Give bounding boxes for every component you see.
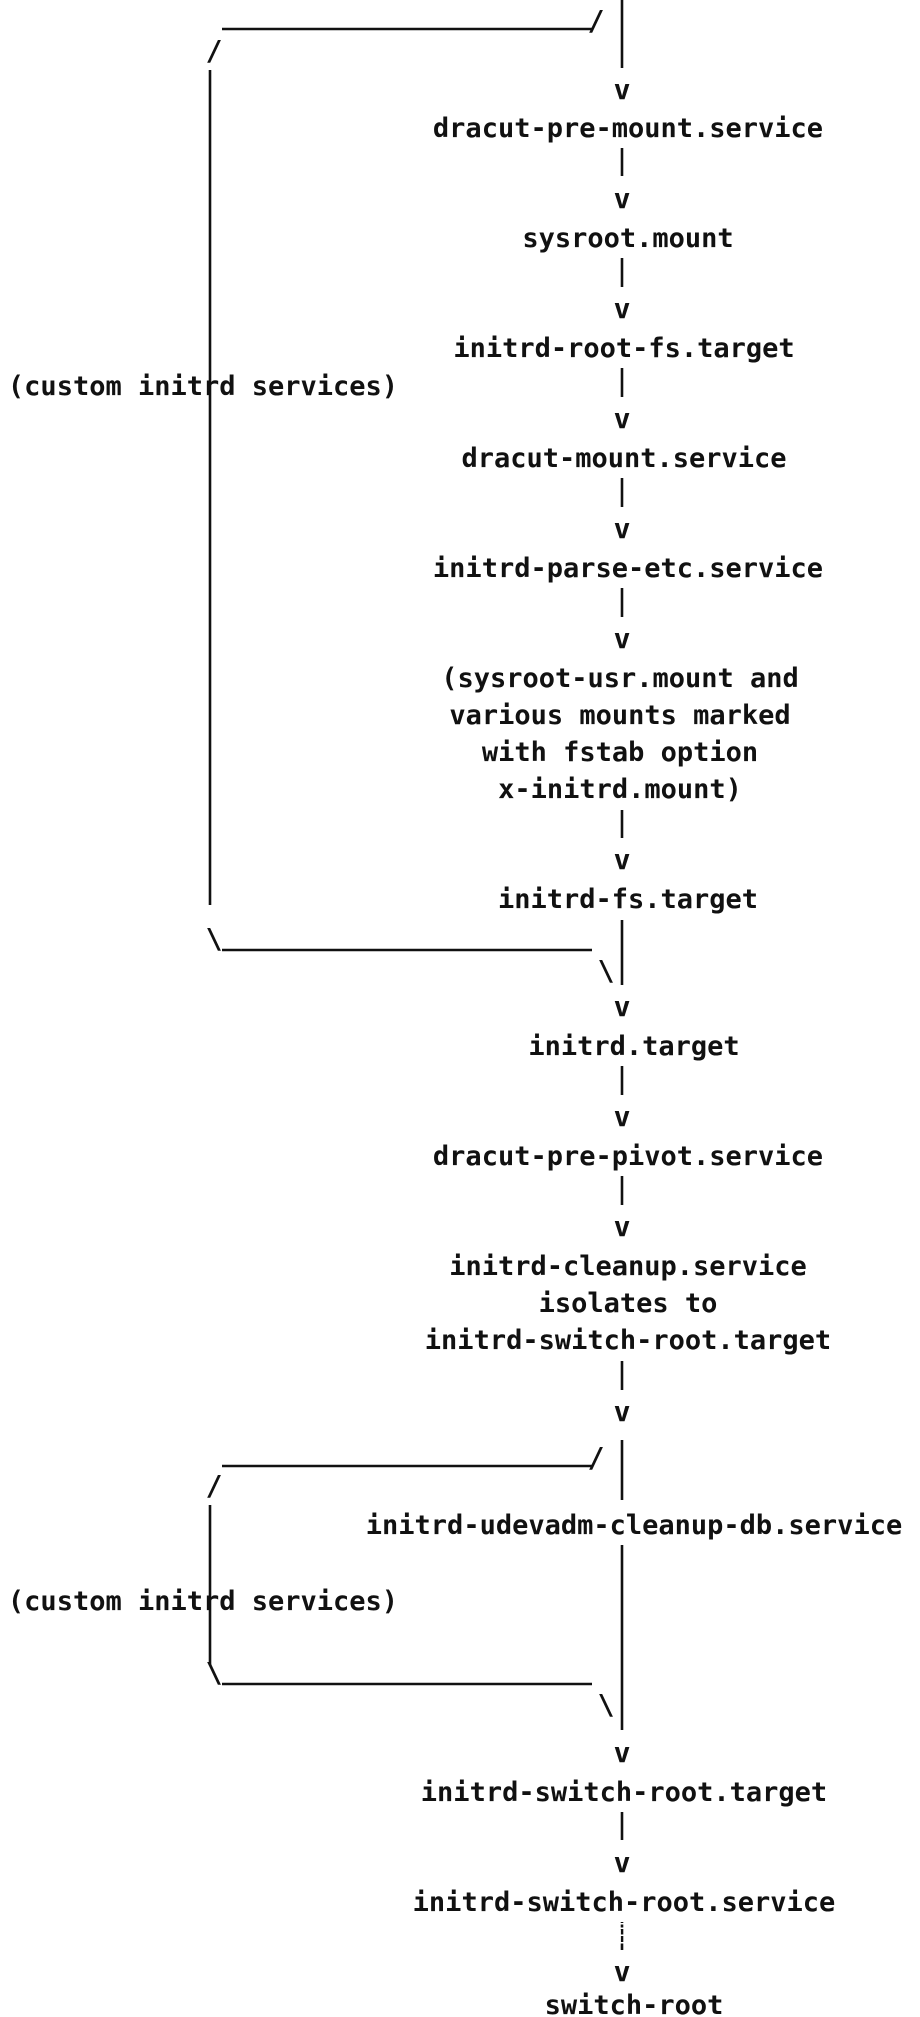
side-label-custom-services-1: (custom initrd services) (8, 371, 398, 402)
node-initrd-cleanup: initrd-cleanup.service isolates to initr… (425, 1251, 831, 1356)
node-initrd-switch-root-service: initrd-switch-root.service (413, 1887, 836, 1918)
arrow-to-udevadm-group: v (614, 1395, 631, 1428)
arrow-to-initrd-target: v (614, 990, 631, 1023)
bracket-backslash-bottom-right-2: \ (598, 1688, 615, 1721)
note-line-3: with fstab option (482, 737, 758, 768)
bracket-group-1: / / \ \ (custom initrd services) (8, 4, 615, 987)
bracket-backslash-bottom-right-1: \ (598, 954, 615, 987)
node-dracut-pre-mount: dracut-pre-mount.service (433, 113, 823, 144)
arrow-to-initrd-parse-etc: v (614, 512, 631, 545)
arrow-to-initrd-switch-root-target: v (614, 1736, 631, 1769)
cleanup-line-3: initrd-switch-root.target (425, 1325, 831, 1356)
bracket-slash-top-left-1: / (206, 34, 223, 67)
spine-connectors: v v v v v v v v v v v v v v (614, 0, 631, 1988)
bracket-slash-top-right-1: / (588, 4, 605, 37)
node-sysroot-usr-note: (sysroot-usr.mount and various mounts ma… (441, 663, 799, 805)
node-initrd-parse-etc: initrd-parse-etc.service (433, 553, 823, 584)
arrow-to-sysroot-mount: v (614, 182, 631, 215)
arrow-to-initrd-root-fs-target: v (614, 292, 631, 325)
side-label-custom-services-2: (custom initrd services) (8, 1586, 398, 1617)
bracket-slash-top-right-2: / (588, 1441, 605, 1474)
bracket-backslash-bottom-left-2: \ (206, 1656, 223, 1689)
node-dracut-pre-pivot: dracut-pre-pivot.service (433, 1141, 823, 1172)
node-dracut-mount: dracut-mount.service (461, 443, 786, 474)
note-line-1: (sysroot-usr.mount and (441, 663, 799, 694)
node-sysroot-mount: sysroot.mount (522, 223, 733, 254)
arrow-to-sysroot-usr-note: v (614, 622, 631, 655)
arrow-to-dracut-mount: v (614, 402, 631, 435)
note-line-2: various mounts marked (449, 700, 790, 731)
bracket-backslash-bottom-left-1: \ (206, 922, 223, 955)
arrow-to-initrd-switch-root-service: v (614, 1846, 631, 1879)
arrow-to-dracut-pre-mount: v (614, 73, 631, 106)
note-line-4: x-initrd.mount) (498, 774, 742, 805)
arrow-to-switch-root: v (614, 1955, 631, 1988)
bracket-slash-top-left-2: / (206, 1469, 223, 1502)
node-switch-root: switch-root (545, 1990, 724, 2017)
watermark-text: 掘金技术社区 @ 布客飞龙 (603, 1920, 882, 1948)
arrow-to-initrd-fs-target: v (614, 843, 631, 876)
cleanup-line-1: initrd-cleanup.service (449, 1251, 807, 1282)
node-initrd-fs-target: initrd-fs.target (498, 884, 758, 915)
cleanup-line-2: isolates to (539, 1288, 718, 1319)
bracket-group-2: / / \ \ (custom initrd services) (8, 1441, 615, 1721)
arrow-to-initrd-cleanup: v (614, 1210, 631, 1243)
arrow-to-dracut-pre-pivot: v (614, 1100, 631, 1133)
node-initrd-root-fs-target: initrd-root-fs.target (453, 333, 794, 364)
node-initrd-switch-root-target: initrd-switch-root.target (421, 1777, 827, 1808)
node-initrd-target: initrd.target (528, 1031, 739, 1062)
node-initrd-udevadm-cleanup-db: initrd-udevadm-cleanup-db.service (366, 1510, 902, 1541)
diagram-nodes: dracut-pre-mount.service sysroot.mount i… (366, 113, 902, 2017)
